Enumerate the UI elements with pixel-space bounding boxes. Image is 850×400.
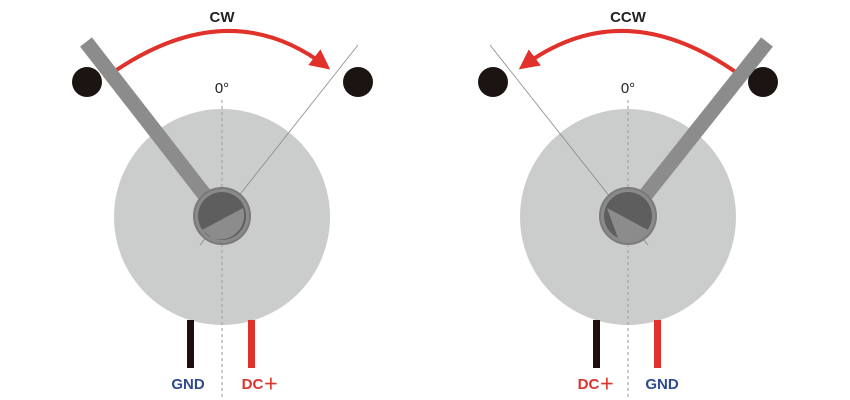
- ccw-panel: CCW 0° DC＋ GND: [478, 9, 778, 398]
- cw-end-stop: [343, 67, 373, 97]
- ccw-hub-flat: [607, 208, 648, 241]
- ccw-start-stop: [748, 67, 778, 97]
- cw-gnd-wire: [187, 320, 194, 368]
- cw-start-stop: [72, 67, 102, 97]
- cw-gnd-label: GND: [171, 376, 205, 393]
- cw-panel: CW 0° GND DC＋: [72, 9, 373, 398]
- cw-dc-wire: [248, 320, 255, 368]
- ccw-rotation-arrow: [518, 29, 739, 75]
- cw-dc-label: DC＋: [242, 376, 279, 393]
- cw-hub-flat: [202, 208, 245, 240]
- ccw-end-stop: [478, 67, 508, 97]
- cw-lever-arm: [80, 37, 224, 217]
- ccw-zero-label: 0°: [621, 80, 635, 97]
- ccw-lever-arm: [626, 37, 773, 217]
- ccw-gnd-wire: [654, 320, 661, 368]
- cw-zero-label: 0°: [215, 80, 229, 97]
- ccw-direction-label: CCW: [610, 9, 647, 26]
- ccw-dc-wire: [593, 320, 600, 368]
- ccw-dc-label: DC＋: [578, 376, 615, 393]
- cw-direction-label: CW: [210, 9, 236, 26]
- ccw-gnd-label: GND: [645, 376, 679, 393]
- cw-rotation-arrow: [110, 29, 331, 75]
